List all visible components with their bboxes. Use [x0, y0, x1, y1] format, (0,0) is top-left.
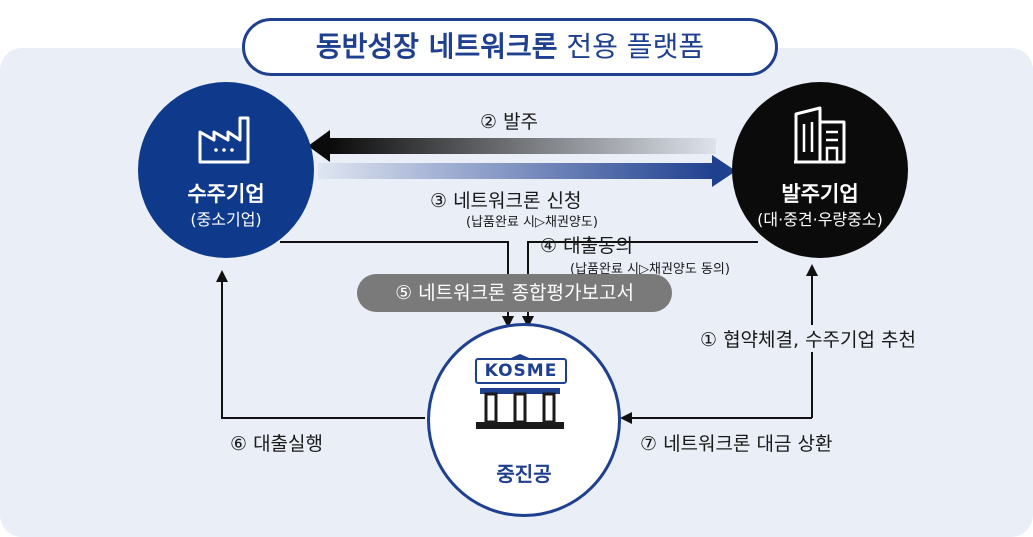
supplier-sub: (중소기업)	[190, 210, 262, 229]
client-node: 발주기업 (대·중견·우량중소)	[732, 82, 908, 258]
factory-icon	[198, 116, 250, 164]
building-icon	[794, 106, 846, 164]
client-sub: (대·중견·우량중소)	[757, 210, 883, 229]
supplier-name: 수주기업	[187, 182, 265, 206]
step-4-label: ④ 대출동의	[540, 235, 633, 257]
kosme-name: 중진공	[496, 462, 552, 486]
step-7-label: ⑦ 네트워크론 대금 상환	[640, 433, 833, 455]
title-rest: 전용 플랫폼	[566, 30, 705, 63]
title-strong: 동반성장 네트워크론	[315, 30, 558, 63]
step-5-report-pill: ⑤ 네트워크론 종합평가보고서	[357, 274, 672, 312]
order-arrow	[308, 130, 716, 162]
step-1-label: ① 협약체결, 수주기업 추천	[692, 325, 924, 352]
step-2-label: ② 발주	[480, 111, 539, 133]
loan-execution-line	[216, 270, 425, 419]
supplier-node: 수주기업 (중소기업)	[138, 82, 314, 258]
step-3-note: (납품완료 시▷채권양도)	[466, 215, 598, 230]
kosme-logo-text: KOSME	[484, 361, 558, 381]
step-4-note: (납품완료 시▷채권양도 동의)	[570, 262, 730, 277]
kosme-logo: KOSME	[475, 358, 567, 384]
application-arrow	[318, 155, 736, 187]
step-3-label: ③ 네트워크론 신청	[430, 190, 582, 212]
step-6-label: ⑥ 대출실행	[230, 433, 323, 455]
client-name: 발주기업	[781, 182, 859, 206]
page-title: 동반성장 네트워크론 전용 플랫폼	[242, 18, 778, 76]
